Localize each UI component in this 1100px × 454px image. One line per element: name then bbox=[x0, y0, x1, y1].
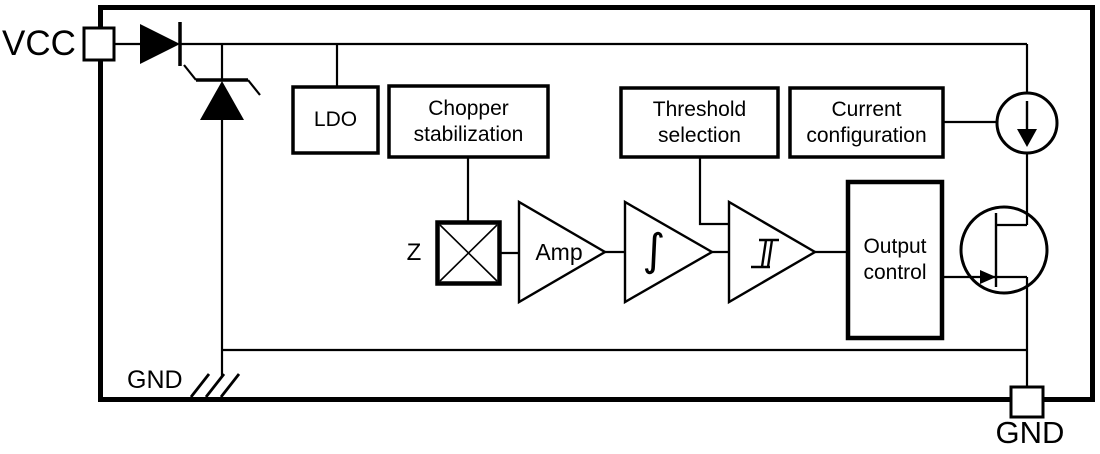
amp-label: Amp bbox=[535, 238, 583, 265]
current-config-block-label: Current configuration bbox=[806, 97, 927, 147]
zener-diode-icon bbox=[183, 64, 261, 120]
crossed-square-icon bbox=[435, 220, 502, 286]
current-config-block bbox=[788, 86, 945, 159]
ground-slashes-icon bbox=[189, 373, 241, 398]
block-outlines bbox=[291, 84, 945, 341]
threshold-block-label: Threshold selection bbox=[652, 97, 747, 147]
ic-boundary bbox=[98, 5, 1095, 402]
integrator-symbol-label: ∫ bbox=[642, 225, 666, 277]
diode-icon bbox=[140, 22, 182, 66]
ldo-block-label: LDO bbox=[313, 108, 358, 132]
chopper-block-label: Chopper stabilization bbox=[413, 96, 524, 146]
chopper-block bbox=[387, 84, 550, 159]
schmitt-trigger-icon bbox=[727, 199, 818, 305]
triangle-integrator-icon bbox=[623, 199, 715, 305]
output-control-block bbox=[845, 179, 945, 341]
gnd-internal-label: GND bbox=[127, 365, 183, 394]
mosfet-icon bbox=[942, 153, 1049, 387]
vcc-pin-label: VCC bbox=[2, 23, 76, 63]
hall-input-label: Z bbox=[406, 239, 422, 267]
output-control-block-label: Output control bbox=[863, 235, 927, 284]
vcc-pad bbox=[82, 26, 116, 62]
gnd-pad bbox=[1009, 385, 1045, 419]
ldo-block bbox=[291, 85, 380, 155]
wires bbox=[114, 42, 1029, 377]
hysteresis-icon bbox=[751, 238, 779, 269]
threshold-block bbox=[619, 86, 780, 159]
circle-down-arrow-icon bbox=[995, 91, 1059, 155]
gnd-pin-label: GND bbox=[995, 415, 1065, 451]
triangle-amp-icon bbox=[517, 199, 608, 305]
